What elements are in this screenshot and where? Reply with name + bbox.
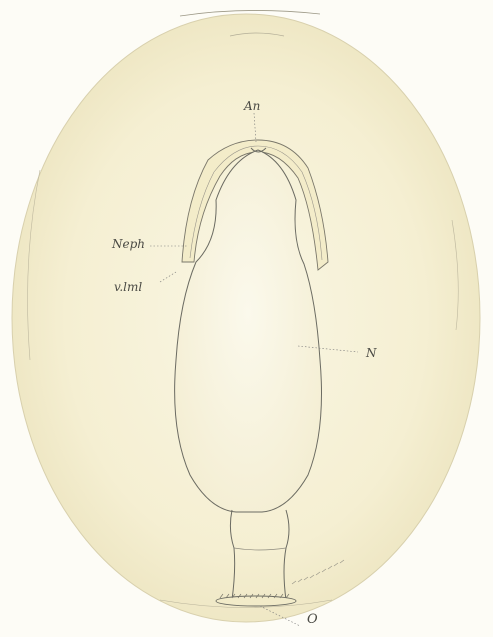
label-mouth: O (307, 613, 318, 626)
label-anus: An (244, 100, 260, 112)
label-ventral-muscle: v.lml (114, 281, 142, 293)
label-nucleus: N (366, 347, 377, 359)
label-nephridium: Neph (112, 238, 145, 250)
